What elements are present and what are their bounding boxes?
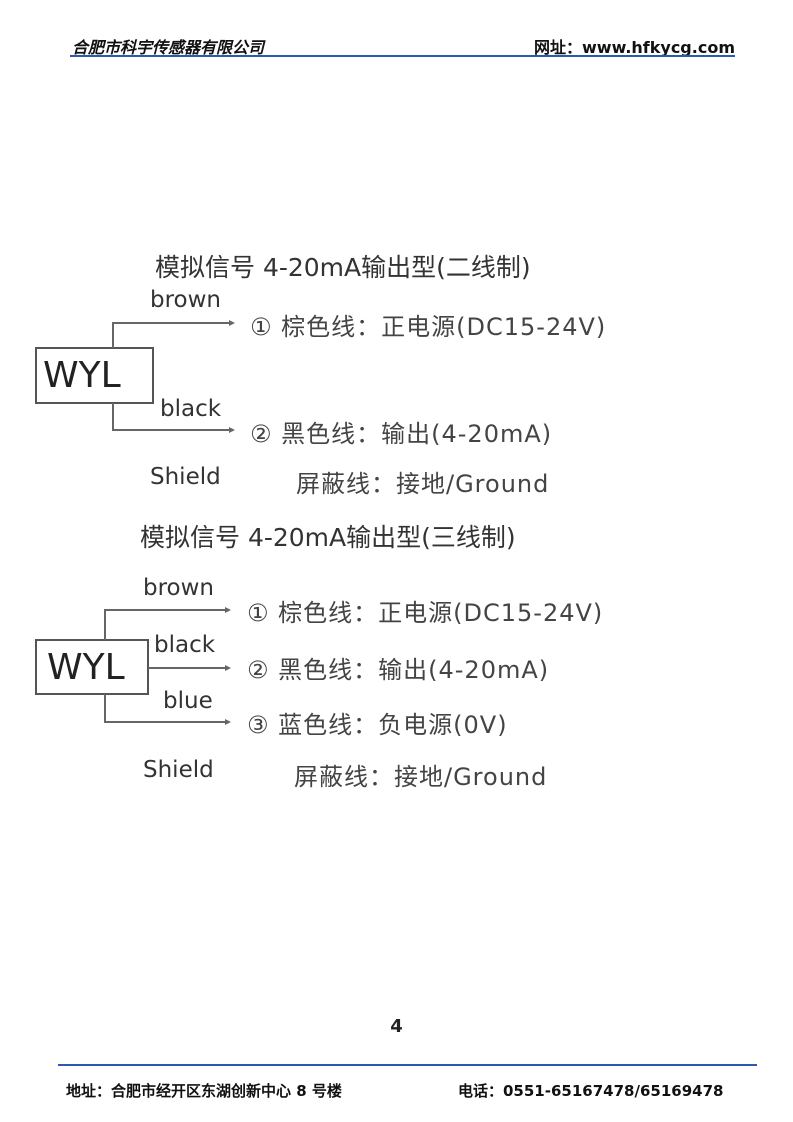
shield-description: 屏蔽线：接地/Ground — [296, 470, 550, 498]
wire-line — [104, 721, 226, 723]
wire-line — [112, 429, 230, 431]
device-label: WYL — [43, 355, 121, 396]
wire-color-label: brown — [143, 575, 215, 601]
shield-label: Shield — [150, 464, 221, 490]
arrow-icon — [225, 719, 231, 725]
header-company: 合肥市科宇传感器有限公司 — [72, 38, 265, 57]
wire-color-label: blue — [163, 688, 213, 714]
wire-line — [112, 403, 114, 431]
shield-label: Shield — [143, 757, 214, 783]
footer-phone: 电话：0551-65167478/65169478 — [458, 1082, 724, 1100]
wire-description: ① 棕色线：正电源(DC15-24V) — [250, 313, 607, 341]
wire-description: ② 黑色线：输出(4-20mA) — [247, 656, 550, 684]
wire-color-label: brown — [150, 287, 222, 313]
page-number: 4 — [390, 1016, 403, 1037]
wire-line — [104, 694, 106, 723]
device-box: WYL — [35, 639, 149, 695]
shield-description: 屏蔽线：接地/Ground — [294, 763, 548, 791]
wire-line — [112, 323, 114, 348]
arrow-icon — [229, 320, 235, 326]
device-label: WYL — [47, 647, 125, 688]
header-rule — [70, 55, 735, 57]
arrow-icon — [229, 427, 235, 433]
wire-line — [104, 610, 106, 640]
diagram-title: 模拟信号 4-20mA输出型(三线制) — [140, 523, 516, 552]
wire-description: ① 棕色线：正电源(DC15-24V) — [247, 599, 604, 627]
header-website: 网址：www.hfkycg.com — [534, 38, 735, 57]
wire-description: ② 黑色线：输出(4-20mA) — [250, 420, 553, 448]
diagram-title: 模拟信号 4-20mA输出型(二线制) — [155, 253, 531, 282]
footer-rule — [58, 1064, 757, 1066]
wire-line — [148, 667, 226, 669]
arrow-icon — [225, 665, 231, 671]
wire-color-label: black — [154, 632, 216, 658]
wire-line — [112, 322, 230, 324]
wire-description: ③ 蓝色线：负电源(0V) — [247, 711, 508, 739]
device-box: WYL — [35, 347, 154, 404]
wire-color-label: black — [160, 396, 222, 422]
wire-line — [104, 609, 226, 611]
arrow-icon — [225, 607, 231, 613]
footer-address: 地址：合肥市经开区东湖创新中心 8 号楼 — [66, 1082, 342, 1100]
